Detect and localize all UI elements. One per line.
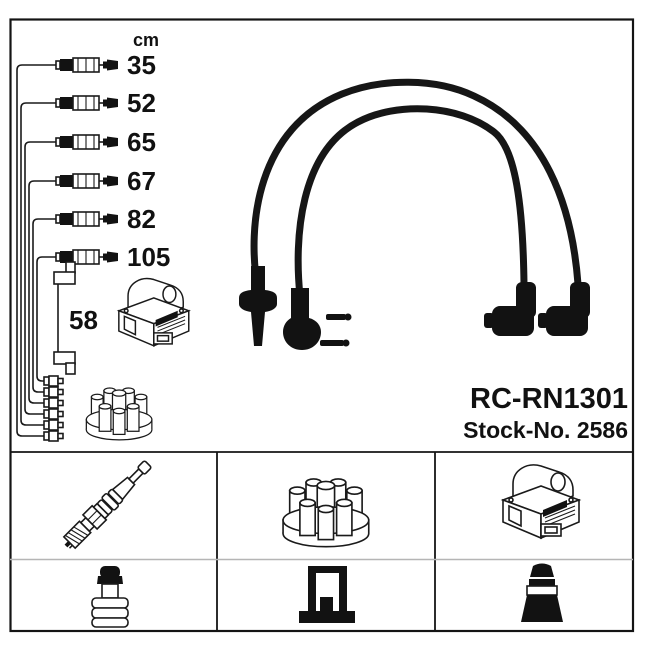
clip-boot <box>283 288 352 350</box>
wire-row-connectors <box>55 57 119 265</box>
legend-row-2 <box>91 563 563 628</box>
elbow-boot-1 <box>484 282 536 336</box>
distributor-cap-drawing <box>85 387 153 441</box>
plug-boot-icon <box>521 563 563 622</box>
outer-frame <box>9 18 635 633</box>
wire-length-label: 52 <box>127 88 156 118</box>
distributor-cap-icon <box>282 478 370 548</box>
wire-length-label: 65 <box>127 127 156 157</box>
ignition-wire-inner <box>294 105 528 300</box>
plug-terminal-icon <box>91 566 129 628</box>
coil-wire-58-drawing <box>53 261 76 375</box>
ignition-coil-drawing <box>118 277 190 347</box>
wire-length-label: 35 <box>127 50 156 80</box>
spark-plug-icon <box>58 456 156 554</box>
part-number: RC-RN1301 <box>470 383 628 415</box>
coil-wire-length-label: 58 <box>69 305 98 335</box>
stock-number: Stock-No. 2586 <box>463 417 628 443</box>
elbow-boot-2 <box>538 282 590 336</box>
ignition-wire-outer <box>250 78 582 294</box>
wire-length-diagram <box>16 57 190 442</box>
unit-header: cm <box>133 30 160 50</box>
wire-length-label: 105 <box>127 242 171 272</box>
coil-bracket-icon <box>299 566 355 623</box>
wire-end-stubs <box>43 375 64 442</box>
legend-row-1 <box>58 456 580 554</box>
ignition-wire-set-photo <box>239 78 590 350</box>
wire-length-label: 82 <box>127 204 156 234</box>
straight-boot <box>239 266 277 346</box>
bracket-lines <box>16 64 56 437</box>
ignition-coil-icon <box>502 464 580 539</box>
wire-length-label: 67 <box>127 166 156 196</box>
